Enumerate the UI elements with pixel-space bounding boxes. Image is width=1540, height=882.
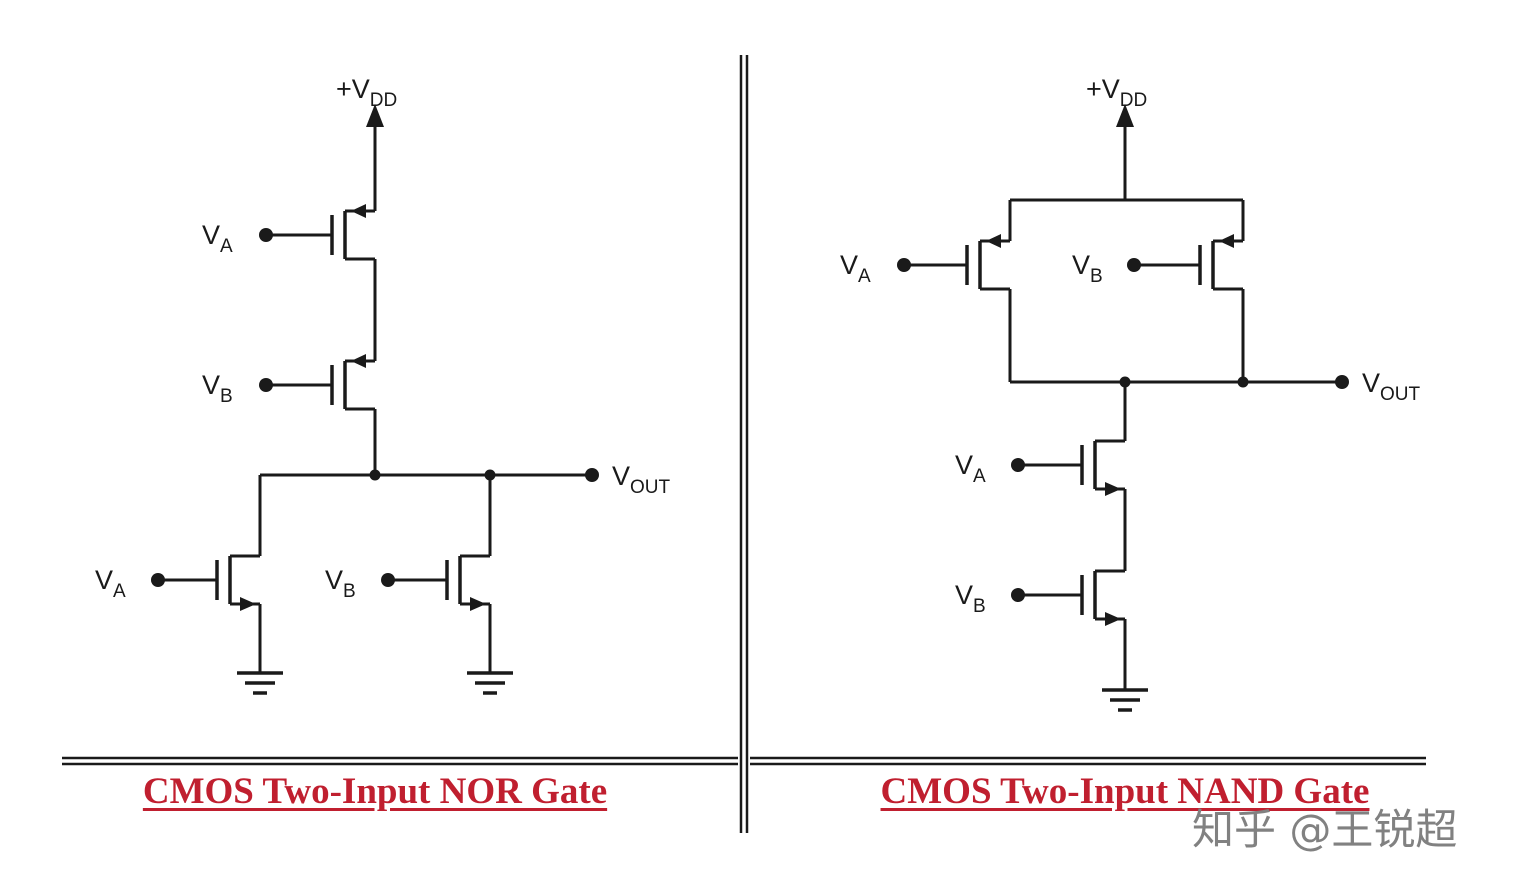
output-label-vout: VOUT bbox=[1362, 368, 1421, 405]
output-label-vout: VOUT bbox=[612, 461, 671, 498]
nor-nmos-b-transistor bbox=[445, 554, 492, 613]
input-label-va-pmos: VA bbox=[840, 250, 871, 287]
nand-pmos-a-transistor bbox=[965, 232, 1012, 291]
nand-pmos-b-transistor bbox=[1198, 232, 1245, 291]
input-label-va-pmos: VA bbox=[202, 220, 233, 257]
junction-dot bbox=[369, 469, 381, 481]
junction-dot bbox=[1237, 376, 1249, 388]
input-terminal-dot bbox=[1011, 588, 1025, 602]
vdd-arrow-icon bbox=[1116, 104, 1134, 127]
nand-caption: CMOS Two-Input NAND Gate bbox=[880, 771, 1370, 812]
input-terminal-dot bbox=[897, 258, 911, 272]
nor-nmos-a-transistor bbox=[215, 554, 262, 613]
ground-symbol bbox=[1100, 688, 1150, 712]
nor-gate-panel: +VDD VA VB VOUT bbox=[95, 74, 671, 695]
ground-symbol bbox=[235, 671, 285, 695]
nand-nmos-b-transistor bbox=[1080, 569, 1127, 628]
nor-caption: CMOS Two-Input NOR Gate bbox=[142, 771, 608, 812]
ground-symbol bbox=[465, 671, 515, 695]
watermark: 知乎 @王锐超 bbox=[1192, 805, 1458, 854]
input-terminal-dot bbox=[151, 573, 165, 587]
nand-gate-panel: +VDD VA VB VOUT bbox=[840, 74, 1421, 712]
panel-borders bbox=[62, 55, 1426, 833]
input-terminal-dot bbox=[259, 228, 273, 242]
input-terminal-dot bbox=[381, 573, 395, 587]
nand-nmos-a-transistor bbox=[1080, 439, 1127, 498]
input-terminal-dot bbox=[1127, 258, 1141, 272]
input-label-vb-nmos: VB bbox=[955, 580, 986, 617]
vdd-arrow-icon bbox=[366, 104, 384, 127]
output-terminal-dot bbox=[585, 468, 599, 482]
vdd-label: +VDD bbox=[336, 74, 397, 111]
input-label-va-nmos: VA bbox=[955, 450, 986, 487]
input-terminal-dot bbox=[259, 378, 273, 392]
nor-pmos-a-transistor bbox=[330, 202, 377, 261]
input-label-vb-pmos: VB bbox=[202, 370, 233, 407]
vdd-label: +VDD bbox=[1086, 74, 1147, 111]
input-terminal-dot bbox=[1011, 458, 1025, 472]
nor-pmos-b-transistor bbox=[330, 352, 377, 411]
input-label-vb-nmos: VB bbox=[325, 565, 356, 602]
output-terminal-dot bbox=[1335, 375, 1349, 389]
input-label-va-nmos: VA bbox=[95, 565, 126, 602]
input-label-vb-pmos: VB bbox=[1072, 250, 1103, 287]
